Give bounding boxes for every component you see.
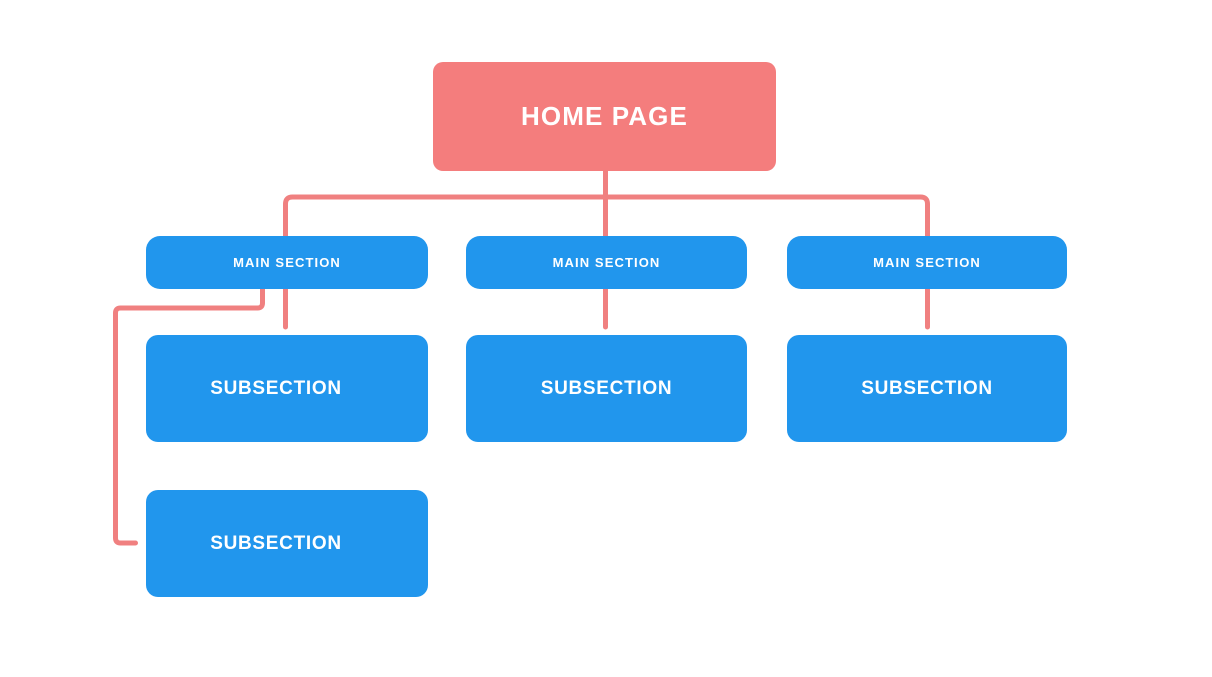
node-subsection-2-1-label: SUBSECTION [540, 377, 673, 399]
node-main-section-2-label: MAIN SECTION [552, 255, 661, 270]
node-subsection-1-1[interactable]: SUBSECTION [146, 335, 428, 442]
node-main-section-2[interactable]: MAIN SECTION [466, 236, 747, 289]
node-home-page-label: HOME PAGE [521, 101, 688, 131]
node-home-page[interactable]: HOME PAGE [433, 62, 776, 171]
node-main-section-3[interactable]: MAIN SECTION [787, 236, 1067, 289]
node-subsection-3-1[interactable]: SUBSECTION [787, 335, 1067, 442]
node-main-section-1-label: MAIN SECTION [233, 255, 341, 270]
node-subsection-3-1-label: SUBSECTION [861, 377, 993, 399]
node-subsection-1-2[interactable]: SUBSECTION [146, 490, 428, 597]
node-subsection-1-1-label: SUBSECTION [210, 377, 342, 399]
node-subsection-1-2-label: SUBSECTION [210, 532, 342, 554]
node-subsection-2-1[interactable]: SUBSECTION [466, 335, 747, 442]
node-main-section-3-label: MAIN SECTION [873, 255, 981, 270]
connector-bus-to-side-mains [283, 194, 930, 239]
node-main-section-1[interactable]: MAIN SECTION [146, 236, 428, 289]
